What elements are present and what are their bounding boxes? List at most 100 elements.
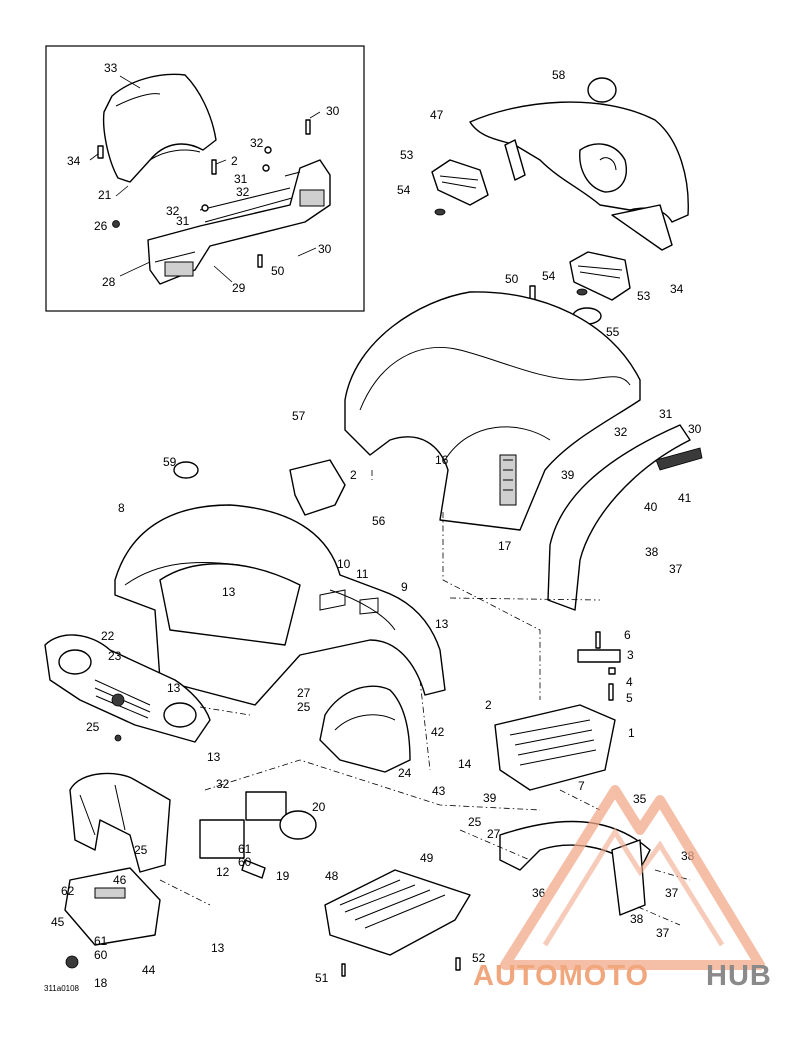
callout-55: 55 [606, 325, 620, 339]
callout-13: 13 [167, 681, 181, 695]
callout-13: 13 [222, 585, 236, 599]
callout-57: 57 [292, 409, 306, 423]
callout-7: 7 [578, 779, 585, 793]
callout-17: 17 [498, 539, 512, 553]
callout-37: 37 [656, 926, 670, 940]
callout-31: 31 [234, 172, 248, 186]
callout-38: 38 [645, 545, 659, 559]
callout-49: 49 [420, 851, 434, 865]
callout-44: 44 [142, 963, 156, 977]
callout-61: 61 [238, 842, 252, 856]
callout-20: 20 [312, 800, 326, 814]
callout-16: 16 [435, 453, 449, 467]
part-42-cover [319, 685, 411, 773]
callout-50: 50 [505, 272, 519, 286]
callout-6: 6 [624, 628, 631, 642]
callout-31: 31 [176, 214, 190, 228]
callout-29: 29 [232, 281, 246, 295]
callout-41: 41 [678, 491, 692, 505]
part-53-reflectors [431, 159, 631, 325]
part-44-bumper [64, 772, 171, 969]
rear-fender-body [344, 291, 641, 531]
assembly-lines [159, 470, 691, 926]
callout-25: 25 [134, 843, 148, 857]
inset-panel [45, 45, 365, 312]
part-28-29-grille [147, 159, 331, 285]
callout-32: 32 [614, 425, 628, 439]
part-20-winch [199, 791, 317, 879]
callout-25: 25 [297, 700, 311, 714]
watermark-text-automoto: AUTOMOTO [473, 960, 649, 992]
callout-13: 13 [211, 941, 225, 955]
figure-reference-code: 311a0108 [44, 984, 80, 993]
callout-28: 28 [102, 275, 116, 289]
callout-5: 5 [626, 691, 633, 705]
callout-62: 62 [61, 884, 75, 898]
callout-27: 27 [297, 686, 311, 700]
callout-11: 11 [356, 567, 369, 581]
callout-12: 12 [216, 865, 230, 879]
callout-10: 10 [337, 557, 351, 571]
callout-47: 47 [430, 108, 444, 122]
callout-2: 2 [231, 154, 238, 168]
callout-37: 37 [665, 886, 679, 900]
callout-32: 32 [250, 136, 264, 150]
callout-35: 35 [633, 792, 647, 806]
callout-23: 23 [108, 649, 122, 663]
part-1-footrest [494, 631, 621, 791]
callout-46: 46 [113, 873, 127, 887]
callout-60: 60 [238, 855, 252, 869]
callout-3: 3 [627, 648, 634, 662]
callout-2: 2 [485, 698, 492, 712]
callout-19: 19 [276, 869, 290, 883]
callout-33: 33 [104, 61, 118, 75]
part-47-rear-panel [469, 77, 689, 251]
callout-18: 18 [94, 976, 108, 990]
callout-56: 56 [372, 514, 386, 528]
callout-32: 32 [166, 204, 180, 218]
callout-34: 34 [670, 282, 684, 296]
part-33-housing [102, 73, 217, 183]
callout-40: 40 [644, 500, 658, 514]
callout-34: 34 [67, 154, 81, 168]
callout-32: 32 [216, 777, 230, 791]
front-fender-body [114, 459, 446, 706]
callout-26: 26 [94, 219, 108, 233]
callout-52: 52 [472, 951, 486, 965]
callout-4: 4 [626, 675, 633, 689]
callout-53: 53 [637, 289, 651, 303]
callout-53: 53 [400, 148, 414, 162]
callout-32: 32 [236, 185, 250, 199]
callout-54: 54 [542, 269, 556, 283]
part-40-fender-flare [547, 424, 703, 611]
callout-13: 13 [207, 750, 221, 764]
callout-2: 2 [350, 468, 357, 482]
part-22-front-grille [44, 634, 211, 743]
watermark-text-hub: HUB [706, 960, 772, 992]
callout-51: 51 [315, 971, 329, 985]
callout-43: 43 [432, 784, 446, 798]
callout-27: 27 [487, 827, 501, 841]
callout-39: 39 [561, 468, 575, 482]
callout-30: 30 [326, 104, 340, 118]
callout-8: 8 [118, 501, 125, 515]
callout-37: 37 [669, 562, 683, 576]
callout-50: 50 [271, 264, 285, 278]
callout-13: 13 [435, 617, 449, 631]
callout-1: 1 [628, 726, 635, 740]
callout-48: 48 [325, 869, 339, 883]
callout-54: 54 [397, 183, 411, 197]
callout-39: 39 [483, 791, 497, 805]
callout-25: 25 [468, 815, 482, 829]
part-48-skid-plate [324, 869, 471, 977]
callout-60: 60 [94, 948, 108, 962]
callout-61: 61 [94, 934, 108, 948]
callout-24: 24 [398, 766, 412, 780]
callout-25: 25 [86, 720, 100, 734]
callout-38: 38 [630, 912, 644, 926]
callout-42: 42 [431, 725, 445, 739]
callout-30: 30 [318, 242, 332, 256]
callout-59: 59 [163, 455, 177, 469]
automotohub-watermark: AUTOMOTO HUB [473, 785, 772, 992]
